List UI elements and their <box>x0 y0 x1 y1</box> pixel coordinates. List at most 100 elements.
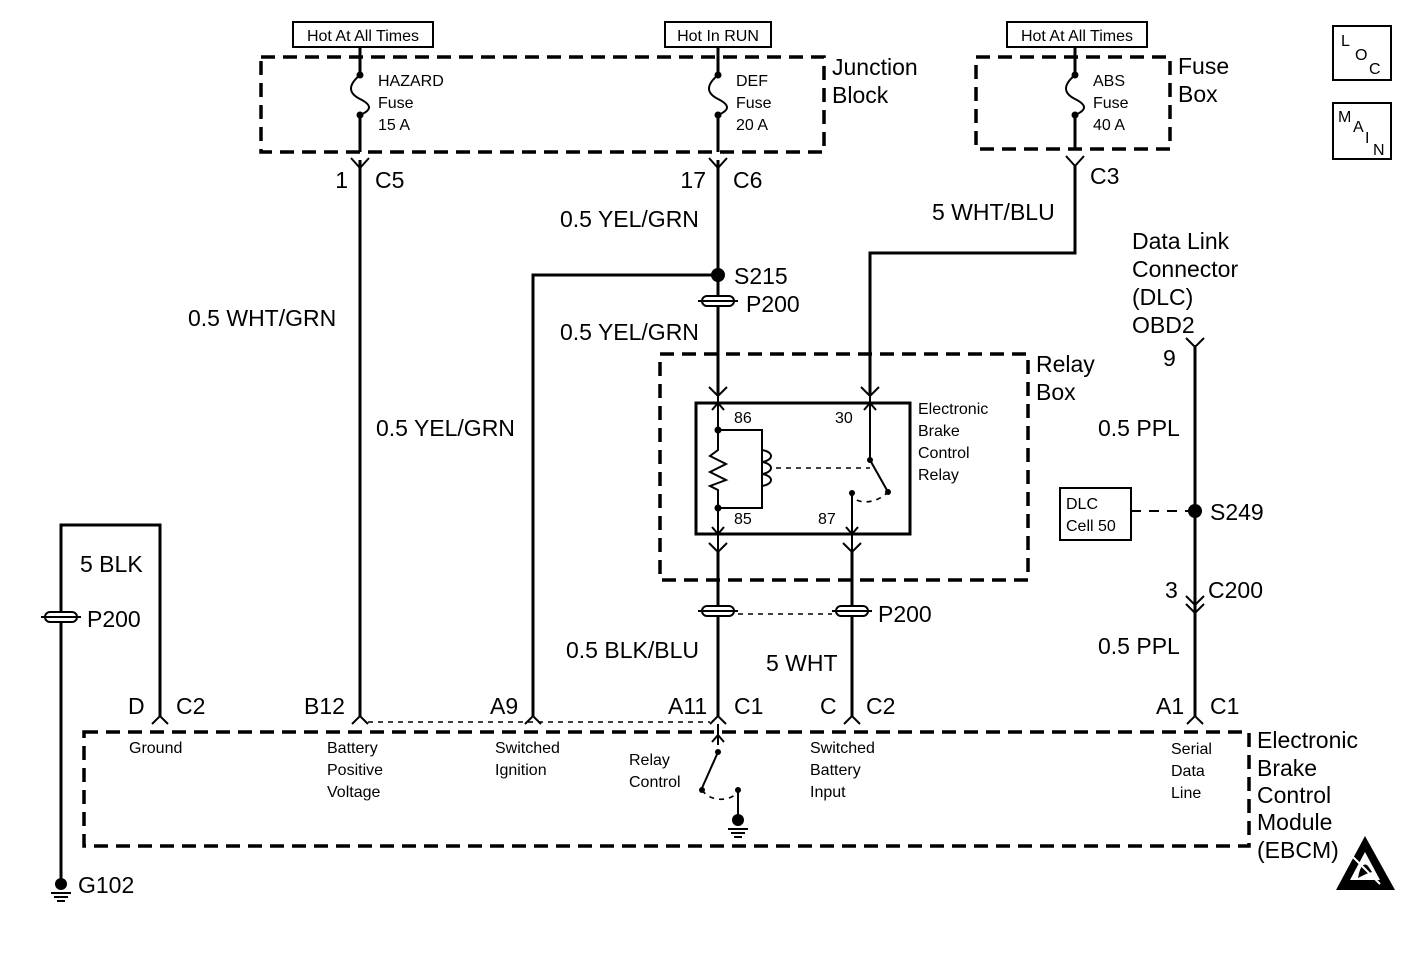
dlc-pin-label: 9 <box>1163 345 1176 371</box>
loc-nav-button[interactable]: L O C <box>1332 25 1392 81</box>
pin-serial-desc-2: Data <box>1171 763 1205 780</box>
wire-yel-grn-a9 <box>531 273 718 716</box>
relay-pin-30: 30 <box>835 410 853 427</box>
pin-switched-batt-desc-1: Switched <box>810 740 875 757</box>
wire-wht-blu <box>868 166 1077 396</box>
pin-a11-label: A11 <box>668 693 707 719</box>
ebcm-label-1: Electronic <box>1257 727 1358 753</box>
pin-c-chevron-icon <box>843 714 861 725</box>
hazard-fuse-type: Fuse <box>378 95 414 112</box>
c200-connector-icon-top <box>1185 595 1205 607</box>
hot-label-def-text: Hot In RUN <box>677 28 759 45</box>
relay-name-2: Brake <box>918 423 960 440</box>
wire-blk-label: 5 BLK <box>80 551 143 577</box>
dlc-label-3: (DLC) <box>1132 284 1193 310</box>
hazard-fuse: HAZARD Fuse 15 A <box>350 47 444 152</box>
c6-pin-label: 17 <box>680 167 706 193</box>
pin-d-label: D <box>128 693 145 719</box>
relay-box-label-1: Relay <box>1036 351 1095 377</box>
junction-block-label-1: Junction <box>832 54 918 80</box>
hazard-fuse-rating: 15 A <box>378 117 410 134</box>
pin-a1-chevron-icon <box>1186 714 1204 725</box>
dlc-cell-label-2: Cell 50 <box>1066 518 1116 535</box>
p200-left-label: P200 <box>87 606 141 632</box>
junction-block: Junction Block <box>259 54 918 154</box>
dlc-cell-50-button[interactable]: DLC Cell 50 <box>1059 487 1132 541</box>
pin-switched-batt-desc-3: Input <box>810 784 846 801</box>
splice-s249-icon <box>1188 504 1202 518</box>
ground-g102-icon <box>51 878 71 902</box>
abs-fuse-name: ABS <box>1093 73 1125 90</box>
splice-s249-label: S249 <box>1210 499 1264 525</box>
pin-relay-desc-2: Control <box>629 774 681 791</box>
p200-connector-mid: P200 <box>698 601 932 627</box>
dlc-cell-label-1: DLC <box>1066 496 1098 513</box>
hot-label-hazard-text: Hot At All Times <box>307 28 419 45</box>
pin-a11-connector-label: C1 <box>734 693 763 719</box>
pin-serial-desc-3: Line <box>1171 785 1201 802</box>
abs-fuse-rating: 40 A <box>1093 117 1125 134</box>
wire-blk-blu-label: 0.5 BLK/BLU <box>566 637 699 663</box>
main-nav-button[interactable]: M A I N <box>1332 102 1392 160</box>
pin-b12-chevron-icon <box>351 714 369 725</box>
pin-b12-label: B12 <box>304 693 345 719</box>
hot-label-hazard: Hot At All Times <box>292 21 434 48</box>
relay-box-label-2: Box <box>1036 379 1076 405</box>
p200-top-label: P200 <box>746 291 800 317</box>
pin-a1-connector-label: C1 <box>1210 693 1239 719</box>
relay-pin-87: 87 <box>818 511 836 528</box>
pin-battery-desc-2: Positive <box>327 762 383 779</box>
loc-letter-c: C <box>1369 61 1381 78</box>
relay-pin-85: 85 <box>734 511 752 528</box>
dlc-label-1: Data Link <box>1132 228 1230 254</box>
pin-c-connector-label: C2 <box>866 693 895 719</box>
relay-control-switch-icon <box>699 724 748 838</box>
abs-fuse: ABS Fuse 40 A <box>1065 47 1129 150</box>
c200-connector-icon-bottom <box>1185 603 1205 615</box>
hazard-fuse-name: HAZARD <box>378 73 444 90</box>
pin-a11-chevron-icon <box>709 714 727 725</box>
electronic-brake-control-relay: 86 85 30 87 <box>694 396 912 552</box>
wire-yel-grn-lower-label: 0.5 YEL/GRN <box>560 319 699 345</box>
splice-s215-label: S215 <box>734 263 788 289</box>
loc-letter-l: L <box>1341 33 1350 50</box>
wire-wht-grn-label: 0.5 WHT/GRN <box>188 305 336 331</box>
wire-yel-grn-upper-label: 0.5 YEL/GRN <box>560 206 699 232</box>
ground-g102-label: G102 <box>78 872 134 898</box>
wire-wht-label: 5 WHT <box>766 650 838 676</box>
fuse-box: Fuse Box <box>974 53 1229 151</box>
p200-connector-left: P200 <box>41 606 141 632</box>
c200-pin-label: 3 <box>1165 577 1178 603</box>
pin-d-chevron-icon <box>151 714 169 725</box>
c5-pin-label: 1 <box>335 167 348 193</box>
p200-mid-label: P200 <box>878 601 932 627</box>
pin-serial-desc-1: Serial <box>1171 741 1212 758</box>
abs-fuse-type: Fuse <box>1093 95 1129 112</box>
wire-wht-blu-label: 5 WHT/BLU <box>932 199 1055 225</box>
ebcm-module: Electronic Brake Control Module (EBCM) <box>82 727 1358 863</box>
ebcm-label-5: (EBCM) <box>1257 837 1339 863</box>
dlc-label-2: Connector <box>1132 256 1238 282</box>
relay-name-1: Electronic <box>918 401 988 418</box>
pin-switched-batt-desc-2: Battery <box>810 762 861 779</box>
c3-connector-icon <box>1065 155 1085 168</box>
main-letter-a: A <box>1353 119 1364 136</box>
c6-label: C6 <box>733 167 762 193</box>
wire-blk <box>59 523 162 884</box>
pin-battery-desc-1: Battery <box>327 740 378 757</box>
pin-ignition-desc-2: Ignition <box>495 762 547 779</box>
pin-relay-desc-1: Relay <box>629 752 670 769</box>
esd-warning-icon <box>1336 836 1395 890</box>
main-letter-m: M <box>1338 109 1351 126</box>
pin-ignition-desc-1: Switched <box>495 740 560 757</box>
hot-label-abs-text: Hot At All Times <box>1021 28 1133 45</box>
loc-letter-o: O <box>1355 47 1367 64</box>
wire-ppl-lower-label: 0.5 PPL <box>1098 633 1180 659</box>
c5-label: C5 <box>375 167 404 193</box>
wire-ppl-upper-label: 0.5 PPL <box>1098 415 1180 441</box>
ebcm-label-4: Module <box>1257 809 1332 835</box>
pin-c-label: C <box>820 693 837 719</box>
def-fuse-type: Fuse <box>736 95 772 112</box>
